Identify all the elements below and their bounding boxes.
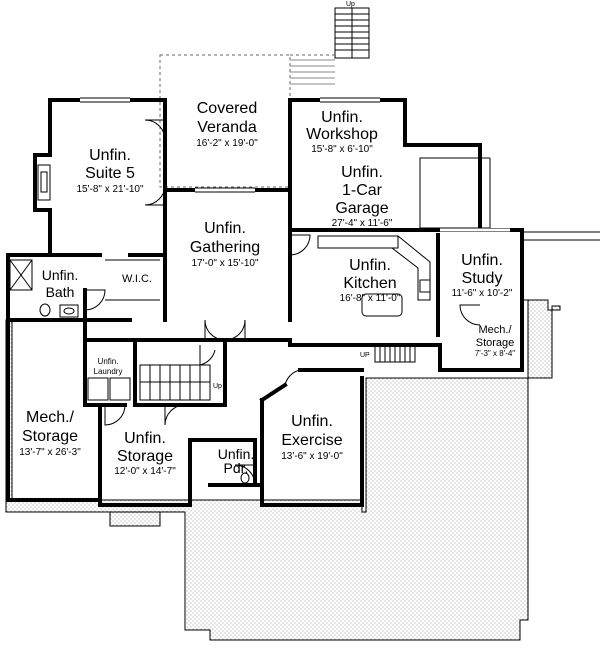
room-bath-line1: Unfin. bbox=[42, 267, 79, 283]
room-gathering-line1: Unfin. bbox=[204, 220, 246, 237]
room-storage-dims: 12'-0" x 14'-7" bbox=[114, 466, 176, 477]
garage-door bbox=[419, 157, 491, 229]
room-bath-line2: Bath bbox=[46, 284, 75, 300]
room-mech-storage-small-dims: 7'-3" x 8'-4" bbox=[475, 349, 515, 358]
kitchen-stair: UP bbox=[360, 345, 416, 363]
room-mech-storage-line2: Storage bbox=[22, 428, 78, 445]
main-stair: Up bbox=[139, 364, 222, 401]
room-wic: W.I.C. bbox=[122, 273, 152, 285]
pdr-toilet bbox=[240, 472, 250, 484]
veranda-outline bbox=[159, 54, 335, 188]
room-mech-storage-small-line1: Mech./ bbox=[478, 324, 512, 336]
room-exercise-line1: Unfin. bbox=[291, 413, 333, 430]
room-workshop-line1: Unfin. bbox=[321, 109, 363, 126]
room-study-dims: 11'-6" x 10'-2" bbox=[452, 288, 513, 299]
room-covered-veranda-line2: Veranda bbox=[197, 119, 257, 136]
bath-fixtures bbox=[9, 259, 79, 318]
room-suite-5-dims: 15'-8" x 21'-10" bbox=[76, 184, 144, 195]
wic-closet bbox=[105, 259, 160, 301]
room-exercise-dims: 13'-6" x 19'-0" bbox=[281, 451, 343, 462]
room-study-line1: Unfin. bbox=[461, 252, 503, 269]
room-garage-line2: 1-Car bbox=[342, 182, 383, 199]
room-gathering-dims: 17'-0" x 15'-10" bbox=[191, 258, 259, 269]
windows bbox=[80, 97, 510, 232]
room-covered-veranda-line1: Covered bbox=[197, 100, 257, 117]
laundry-appliances bbox=[87, 377, 131, 401]
room-covered-veranda-dims: 16'-2" x 19'-0" bbox=[196, 138, 258, 149]
room-suite-5-line1: Unfin. bbox=[89, 147, 131, 164]
room-storage-line2: Storage bbox=[117, 448, 173, 465]
room-pdr-line2: Pdr. bbox=[224, 460, 249, 476]
room-laundry-line1: Unfin. bbox=[98, 357, 119, 366]
room-labels: Covered Veranda 16'-2" x 19'-0" Unfin. W… bbox=[19, 100, 515, 477]
room-storage-line1: Unfin. bbox=[124, 430, 166, 447]
room-garage-line3: Garage bbox=[335, 200, 388, 217]
fireplace bbox=[37, 164, 51, 201]
room-kitchen-dims: 16'-8" x 11'-0" bbox=[340, 293, 401, 304]
room-mech-storage-dims: 13'-7" x 26'-3" bbox=[19, 447, 81, 458]
room-kitchen-line1: Unfin. bbox=[349, 257, 391, 274]
room-workshop-line2: Workshop bbox=[306, 126, 378, 143]
room-garage-dims: 27'-4" x 11'-6" bbox=[332, 218, 393, 229]
room-mech-storage-small-line2: Storage bbox=[476, 337, 515, 349]
room-mech-storage-line1: Mech./ bbox=[26, 409, 75, 426]
room-study-line2: Study bbox=[462, 270, 503, 287]
stair-up-label-main: Up bbox=[213, 383, 222, 390]
kitchen-counters bbox=[317, 235, 431, 317]
room-suite-5-line2: Suite 5 bbox=[85, 165, 135, 182]
foundation-outline bbox=[5, 299, 561, 641]
stair-up-label-top: Up bbox=[346, 1, 355, 8]
room-pdr-line1: Unfin. bbox=[218, 446, 255, 462]
room-gathering-line2: Gathering bbox=[190, 239, 260, 256]
stair-up-label-kitchen: UP bbox=[360, 352, 370, 359]
room-laundry-line2: Laundry bbox=[94, 367, 123, 376]
exterior-stair-top: Up bbox=[334, 1, 370, 59]
room-workshop-dims: 15'-8" x 6'-10" bbox=[311, 144, 373, 155]
room-garage-line1: Unfin. bbox=[341, 164, 383, 181]
room-kitchen-line2: Kitchen bbox=[343, 275, 396, 292]
room-exercise-line2: Exercise bbox=[281, 432, 342, 449]
